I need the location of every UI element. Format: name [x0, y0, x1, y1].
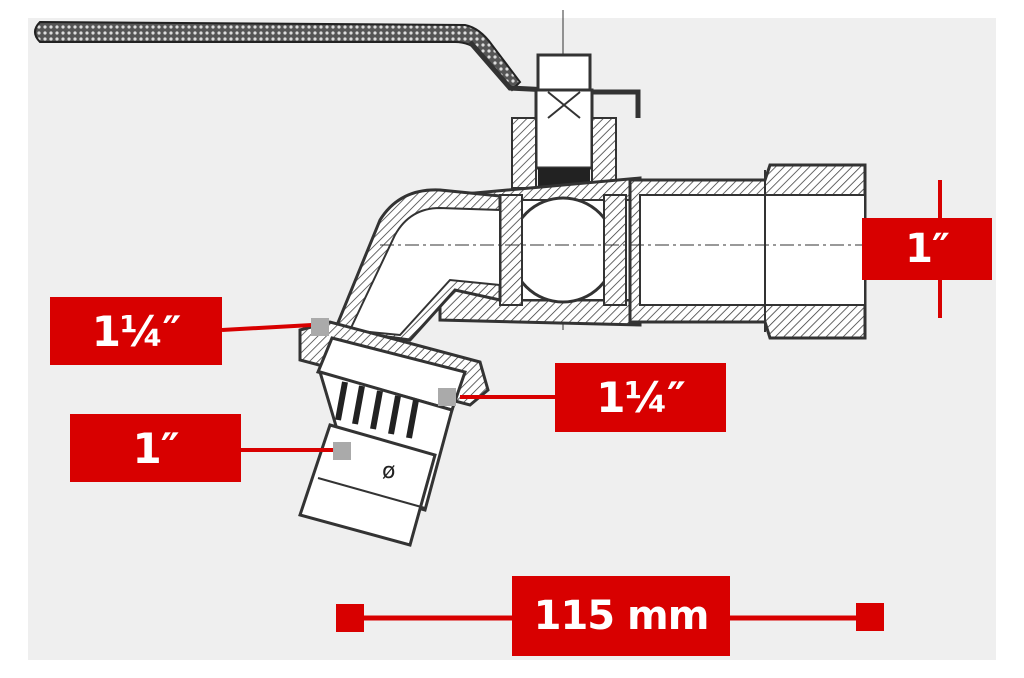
hose-connector [298, 320, 490, 547]
diameter-symbol: ø [382, 459, 395, 484]
valve-body [332, 163, 870, 342]
stem [511, 53, 617, 190]
hose-size-label: 1″ [70, 414, 241, 482]
inlet-size-label: 1″ [862, 218, 992, 280]
thread-size-label-nut: 1¼″ [555, 363, 726, 432]
thread-size-label-top: 1¼″ [50, 297, 222, 365]
length-dimension-label: 115 mm [512, 576, 730, 656]
